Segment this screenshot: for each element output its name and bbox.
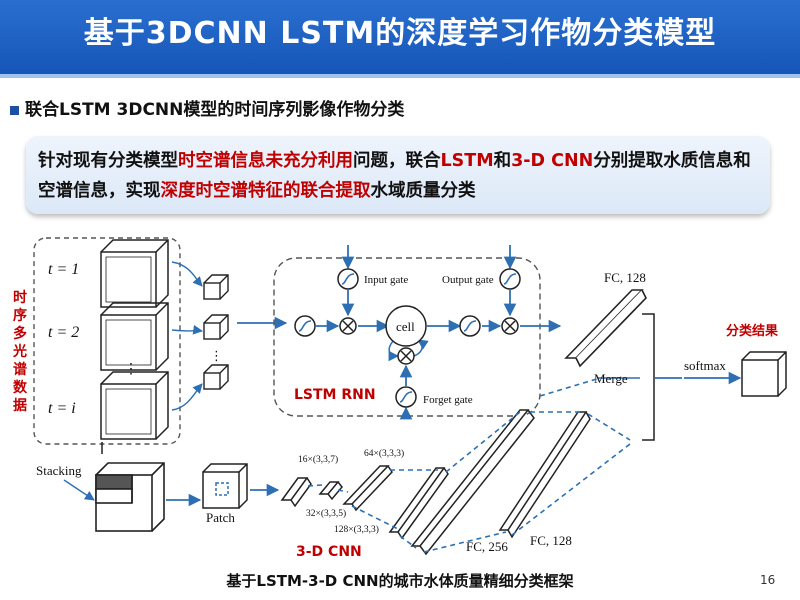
- time-label-t2: t = 2: [48, 324, 79, 341]
- flow-arrow: [171, 383, 203, 411]
- side-label-char: 数: [13, 379, 28, 396]
- ellipsis-vertical-small: ⋮: [210, 349, 223, 364]
- cell-label: cell: [396, 319, 415, 334]
- side-label: 时 序 多 光 谱 数 据: [12, 289, 28, 414]
- summary-highlight-2: LSTM: [440, 151, 494, 171]
- header-divider: [0, 74, 800, 78]
- summary-text: 针对现有分类模型时空谱信息未充分利用问题，联合LSTM和3-D CNN分别提取水…: [38, 146, 768, 206]
- section-heading-text: 联合LSTM 3DCNN模型的时间序列影像作物分类: [25, 100, 405, 120]
- side-label-char: 序: [13, 307, 27, 324]
- merge-bracket: [642, 313, 655, 441]
- summary-highlight-3: 3-D CNN: [511, 151, 594, 171]
- summary-part-1: 针对现有分类模型: [38, 151, 178, 171]
- lstm-cell-diagram: [294, 245, 562, 420]
- merge-label: Merge: [594, 371, 628, 386]
- conv-layer-128: [388, 467, 449, 540]
- activation-icon: [459, 315, 481, 337]
- flow-arrow: [171, 324, 203, 335]
- conv-label-16: 16×(3,3,7): [298, 454, 338, 465]
- summary-callout: 针对现有分类模型时空谱信息未充分利用问题，联合LSTM和3-D CNN分别提取水…: [26, 136, 770, 214]
- output-gate-label: Output gate: [442, 274, 494, 286]
- fc-128-label: FC, 128: [530, 533, 572, 548]
- fc-layer-128: [498, 411, 591, 539]
- softmax-label: softmax: [684, 358, 726, 373]
- section-heading: 联合LSTM 3DCNN模型的时间序列影像作物分类: [10, 95, 404, 120]
- activation-icon: [294, 315, 316, 337]
- cnn-dashed-connectors: [307, 377, 631, 553]
- time-label-ti: t = i: [48, 400, 76, 417]
- slide-title: 基于3DCNN LSTM的深度学习作物分类模型: [83, 16, 717, 51]
- side-label-char: 时: [13, 289, 27, 306]
- conv-layer-64: [342, 465, 393, 512]
- slide-header: 基于3DCNN LSTM的深度学习作物分类模型: [0, 0, 800, 74]
- pixel-cube-2: [203, 314, 229, 340]
- side-label-char: 多: [13, 325, 27, 342]
- summary-highlight-4: 深度时空谱特征的联合提取: [160, 181, 371, 201]
- pixel-cube-1: [203, 274, 229, 300]
- figure-caption: 基于LSTM-3-D CNN的城市水体质量精细分类框架: [226, 572, 574, 590]
- activation-icon: [499, 268, 521, 290]
- classification-output-cube: [741, 351, 787, 397]
- fc-layer-top: [564, 289, 647, 368]
- stacked-cube: [95, 462, 165, 532]
- fc-256-label: FC, 256: [466, 539, 508, 554]
- conv-label-32: 32×(3,3,5): [306, 508, 346, 519]
- patch-label: Patch: [206, 510, 235, 525]
- summary-part-2: 问题，联合: [353, 151, 441, 171]
- stacking-label: Stacking: [36, 463, 82, 478]
- patch-cube: [202, 463, 248, 509]
- summary-part-5: 水域质量分类: [370, 181, 476, 201]
- side-label-char: 谱: [13, 361, 27, 378]
- cnn-label: 3-D CNN: [296, 544, 362, 560]
- pixel-cube-3: [203, 364, 229, 390]
- square-bullet-icon: [10, 105, 19, 115]
- input-gate-label: Input gate: [364, 274, 408, 286]
- conv-layer-16: [280, 477, 312, 508]
- activation-icon: [395, 386, 417, 408]
- side-label-char: 据: [13, 397, 27, 414]
- fc-layer-256: [410, 409, 535, 556]
- page-number: 16: [760, 573, 776, 587]
- conv-layer-32: [318, 481, 343, 501]
- cell-node: [385, 305, 427, 347]
- ellipsis-vertical: ⋮: [124, 362, 138, 377]
- lstm-rnn-label: LSTM RNN: [294, 387, 376, 403]
- side-label-char: 光: [12, 343, 27, 360]
- time-label-t1: t = 1: [48, 261, 79, 278]
- stacking-arrow: [63, 479, 95, 501]
- conv-label-128: 128×(3,3,3): [334, 524, 379, 535]
- image-cube-t1: [100, 239, 169, 308]
- fc-top-label: FC, 128: [604, 270, 646, 285]
- summary-highlight-1: 时空谱信息未充分利用: [178, 151, 353, 171]
- summary-part-4: 分别提取水质信息和空谱信息，实现: [38, 151, 751, 201]
- activation-icon: [337, 268, 359, 290]
- conv-label-64: 64×(3,3,3): [364, 448, 404, 459]
- summary-part-3: 和: [493, 151, 512, 171]
- result-label: 分类结果: [726, 323, 778, 339]
- image-cube-t2: [100, 302, 169, 371]
- image-cube-ti: [100, 371, 169, 440]
- flow-arrow: [171, 261, 203, 287]
- forget-gate-label: Forget gate: [423, 394, 473, 406]
